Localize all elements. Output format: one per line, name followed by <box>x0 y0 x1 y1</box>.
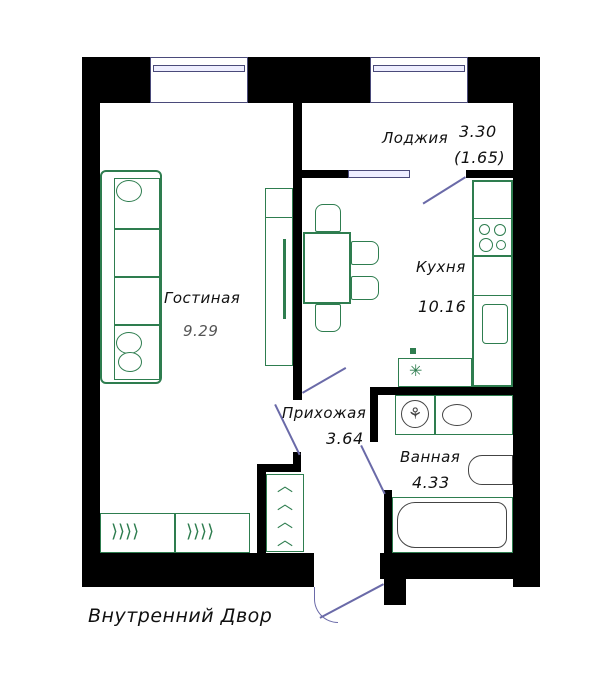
snowflake-icon: ✳ <box>409 361 423 380</box>
wall-living-hall-stub <box>293 452 301 472</box>
kitchen-cabinet: ✳ <box>398 358 472 387</box>
room-area-living: 9.29 <box>183 322 219 340</box>
chair <box>351 241 379 265</box>
washbasin <box>435 395 513 435</box>
room-label-loggia: Лоджия <box>382 129 449 147</box>
chair <box>315 204 341 232</box>
dining-table <box>303 232 351 304</box>
cushion-icon <box>116 180 142 202</box>
cushion-icon <box>116 332 142 354</box>
door-bathroom[interactable] <box>360 445 386 495</box>
stove-burner-icon <box>496 240 506 250</box>
room-label-bathroom: Ванная <box>400 448 461 466</box>
wall-left <box>82 57 100 587</box>
wall-loggia-kitchen-left <box>302 170 348 178</box>
window-living <box>150 57 248 103</box>
door-loggia[interactable] <box>422 176 466 205</box>
door-kitchen[interactable] <box>302 367 347 394</box>
room-area-bathroom: 4.33 <box>412 473 450 492</box>
hangers-icon: ︿︿︿︿ <box>276 476 293 549</box>
cushion-icon <box>118 352 142 372</box>
room-area-loggia: 3.30 <box>459 122 497 141</box>
window-loggia <box>370 57 468 103</box>
stove-burner-icon <box>494 224 506 236</box>
wall-bottom-post <box>384 553 406 605</box>
toilet <box>468 455 513 485</box>
room-label-kitchen: Кухня <box>416 258 466 276</box>
washing-machine: ⚘ <box>395 395 435 435</box>
wall-bottom-left <box>82 553 314 587</box>
wardrobe-hallway: ︿︿︿︿ <box>266 474 304 552</box>
stove-burner-icon <box>479 238 493 252</box>
kitchen-counter <box>472 180 513 387</box>
room-area-kitchen: 10.16 <box>418 297 467 316</box>
wall-top-middle <box>248 57 370 103</box>
window-kitchen-loggia <box>348 170 410 178</box>
wall-bottom-right <box>380 553 540 579</box>
room-area-hallway: 3.64 <box>326 429 364 448</box>
wall-loggia-kitchen-right <box>466 170 513 178</box>
room-label-living: Гостиная <box>164 289 241 307</box>
fan-icon: ⚘ <box>401 400 429 428</box>
room-area-loggia-reduced: (1.65) <box>454 148 506 167</box>
room-label-hallway: Прихожая <box>282 404 367 422</box>
stove-burner-icon <box>479 224 490 235</box>
tv-icon <box>283 239 286 319</box>
wardrobe-living-1: ⟩⟩⟩⟩ <box>100 513 175 553</box>
courtyard-label: Внутренний Двор <box>88 605 273 627</box>
sink-icon <box>482 304 508 344</box>
outlet-icon <box>410 348 416 354</box>
wall-kitchen-bath <box>370 387 513 395</box>
wardrobe-living-2: ⟩⟩⟩⟩ <box>175 513 250 553</box>
wall-closet-top <box>257 464 301 472</box>
wall-hall-bath <box>370 387 378 442</box>
wall-hall-bath-lower <box>384 490 392 560</box>
wall-right <box>513 57 540 587</box>
wall-closet-left <box>257 464 266 556</box>
hangers-icon: ⟩⟩⟩⟩ <box>111 521 140 542</box>
hangers-icon: ⟩⟩⟩⟩ <box>186 521 215 542</box>
chair <box>315 304 341 332</box>
sofa <box>100 170 162 384</box>
door-entrance-arc <box>314 587 338 623</box>
wall-living-kitchen <box>293 103 302 400</box>
chair <box>351 276 379 300</box>
tv-stand <box>265 188 293 366</box>
bathtub <box>392 497 513 553</box>
